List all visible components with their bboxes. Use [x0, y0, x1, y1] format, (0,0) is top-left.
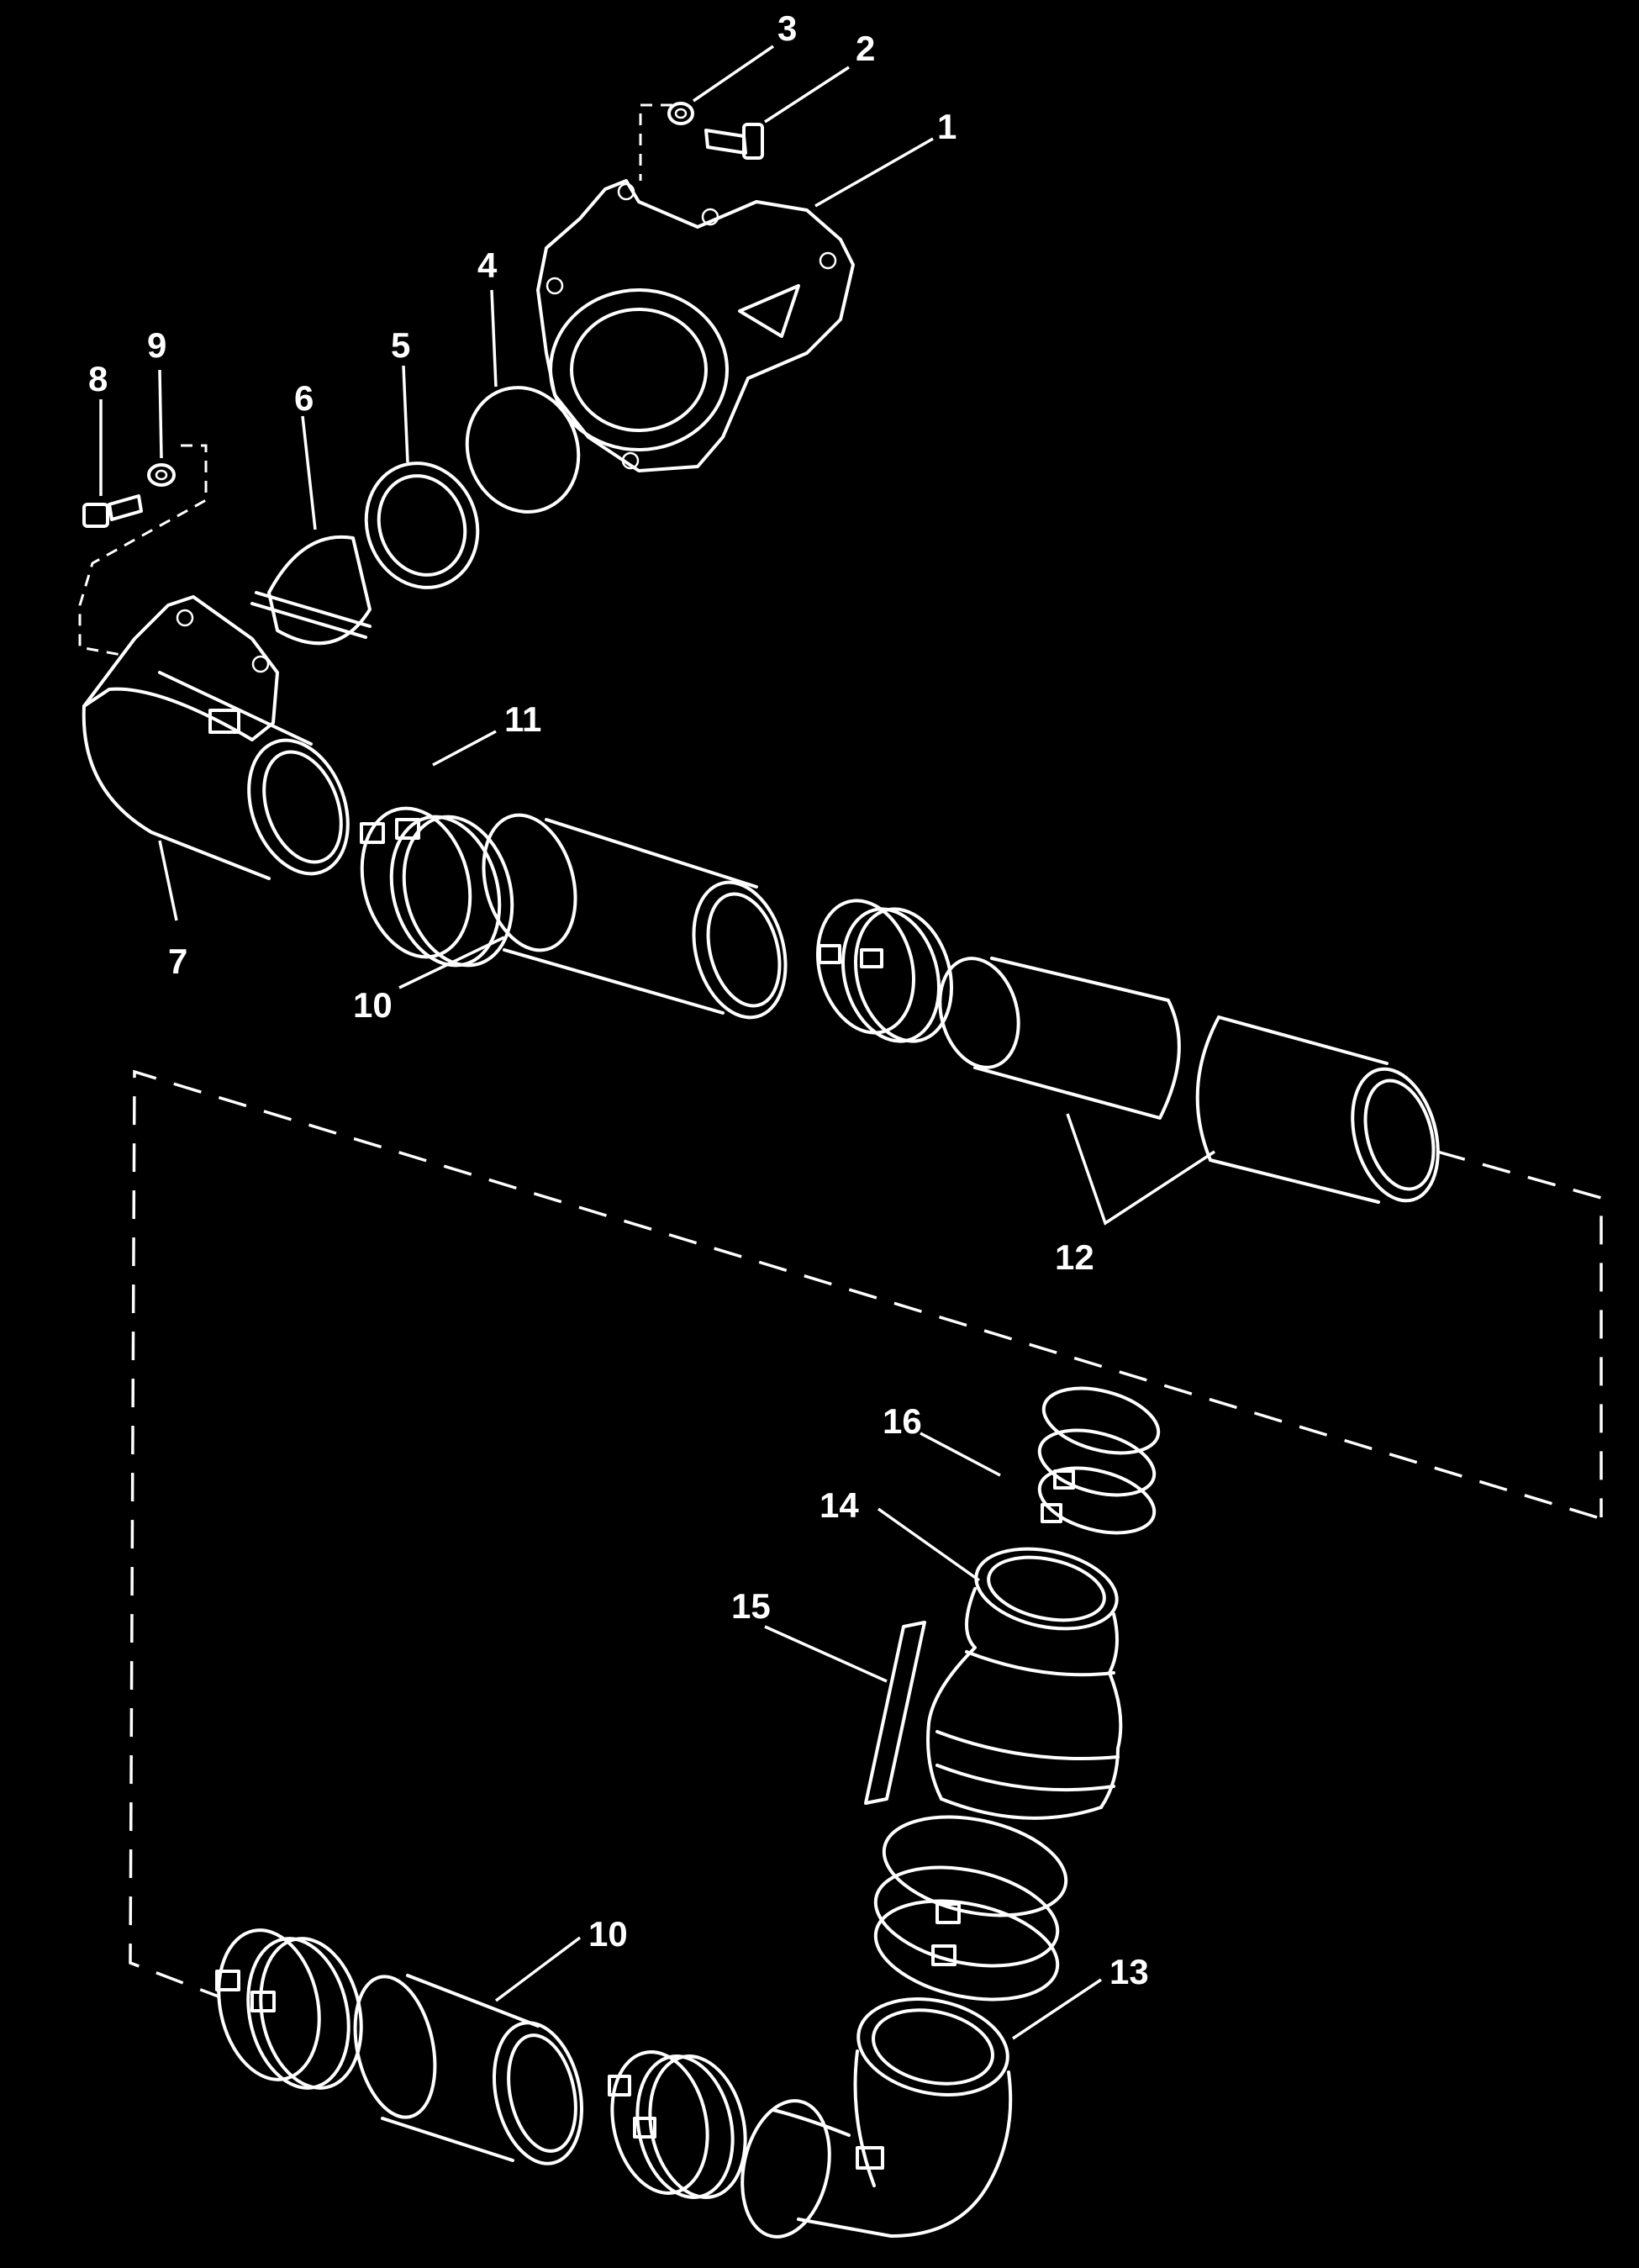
part-1-valve-housing: [536, 179, 855, 472]
callout-12: 12: [1055, 1237, 1094, 1277]
part-7-elbow: [82, 595, 350, 880]
callout-11: 11: [504, 699, 541, 739]
callout-8: 8: [88, 359, 108, 398]
part-10-hose-lower: [353, 1974, 584, 2165]
part-clamps-lower-right: [873, 1815, 1068, 2002]
part-10-hose-upper: [482, 813, 788, 1020]
callout-15: 15: [731, 1586, 771, 1626]
callout-3: 3: [777, 8, 797, 48]
callout-9: 9: [147, 325, 166, 365]
callout-labels: 3 2 1 4 9 5 8 6 11 7 10 12 16 14 15 10 1…: [88, 8, 1149, 1991]
part-11-hose-clamps: [360, 806, 514, 968]
callout-10-upper: 10: [353, 985, 393, 1025]
callout-7: 7: [168, 941, 187, 981]
part-12-tube-section-b: [1195, 1015, 1440, 1204]
callout-16: 16: [883, 1401, 922, 1441]
callout-14: 14: [820, 1485, 859, 1525]
callout-10-lower: 10: [588, 1914, 628, 1954]
part-14-bellows: [926, 1547, 1123, 1820]
part-9-washer: [147, 463, 176, 487]
alignment-line-top: [639, 103, 672, 181]
part-8-screw: [82, 494, 143, 528]
leader-lines: [99, 45, 1215, 2040]
routing-dashed-line: [129, 1069, 1603, 1998]
part-12-tube-section-a: [938, 957, 1181, 1120]
part-4-o-ring: [465, 386, 581, 514]
callout-5: 5: [391, 325, 410, 365]
callout-4: 4: [477, 245, 498, 285]
callout-1: 1: [937, 107, 957, 146]
part-clamps-lower-middle: [608, 2050, 747, 2199]
part-clamps-middle: [815, 899, 954, 1043]
callout-2: 2: [856, 29, 875, 68]
alignment-line-left: [78, 444, 208, 657]
part-16-hose-clamps: [1037, 1386, 1161, 1535]
part-6-flapper: [250, 535, 372, 646]
part-5-seal-ring: [364, 462, 480, 589]
callout-13: 13: [1109, 1952, 1149, 1991]
part-clamps-lower-left: [215, 1928, 363, 2090]
callout-6: 6: [294, 378, 314, 418]
part-2-bolt: [704, 123, 764, 160]
part-15-strap: [864, 1621, 926, 1805]
part-13-elbow: [740, 1997, 1013, 2239]
part-3-washer: [667, 102, 694, 125]
